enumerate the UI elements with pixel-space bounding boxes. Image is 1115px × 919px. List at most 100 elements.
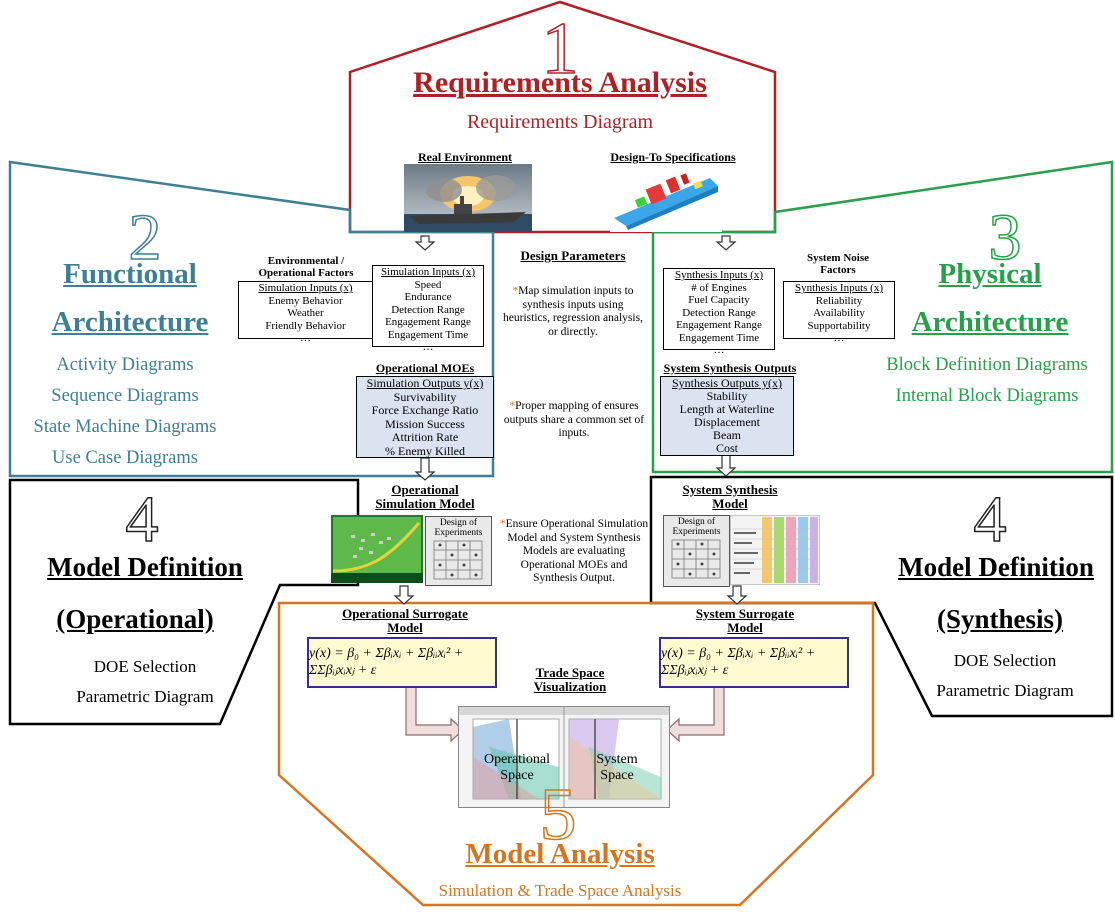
step-number-4-right: 4 [973, 483, 1008, 556]
system-noise-title: System Noise Factors [783, 252, 893, 276]
system-noise-item: … [833, 332, 845, 344]
functional-diagram-list: Activity Diagrams Sequence Diagrams Stat… [10, 350, 240, 474]
internal-block-diagrams-label: Internal Block Diagrams [895, 386, 1079, 406]
architecture-title-left: Architecture [51, 306, 209, 338]
simulation-input-item: … [422, 341, 434, 353]
note-1-text: Map simulation inputs to synthesis input… [503, 285, 643, 338]
doe-label-right-line1: Design of [677, 517, 716, 527]
requirements-diagram-label: Requirements Diagram [466, 111, 654, 133]
requirements-frame [348, 0, 777, 234]
doe-label-left: Design of Experiments [426, 517, 491, 538]
system-surrogate-model-title: System Surrogate Model [650, 607, 840, 635]
env-factor-item: Enemy Behavior [268, 294, 343, 307]
operational-simulation-model-title: Operational Simulation Model [355, 483, 495, 511]
system-synthesis-spreadsheet [730, 515, 820, 585]
op-surrogate-title-line1: Operational Surrogate [342, 606, 468, 621]
operational-space-line1: Operational [483, 752, 551, 767]
env-factors-box: Simulation Inputs (x) Enemy Behavior Wea… [238, 281, 373, 344]
parametric-diagram-left: Parametric Diagram [76, 687, 214, 706]
env-factor-item: Friendly Behavior [265, 319, 346, 332]
trade-space-plots [459, 707, 669, 807]
synthesis-output-item: Beam [713, 428, 741, 442]
step-number-4-left: 4 [125, 483, 160, 556]
system-space-line2: Space [600, 768, 634, 783]
system-noise-item: Supportability [807, 319, 871, 332]
op-surrogate-title-line2: Model [387, 620, 423, 635]
state-machine-diagrams-label: State Machine Diagrams [33, 417, 217, 437]
system-noise-item: Reliability [815, 294, 863, 307]
system-noise-title-line1: System Noise [806, 252, 870, 264]
doe-label-left-line2: Experiments [434, 528, 483, 538]
note-3-text: Ensure Operational Simulation Model and … [505, 518, 649, 584]
sequence-diagrams-label: Sequence Diagrams [51, 386, 199, 406]
system-space-line1: System [596, 752, 638, 767]
system-space-label: System Space [577, 752, 657, 784]
doe-label-left-line1: Design of [439, 518, 478, 528]
note-asterisk: * [499, 518, 506, 530]
activity-diagrams-label: Activity Diagrams [56, 355, 194, 375]
env-factors-title-line2: Operational Factors [258, 267, 354, 279]
doe-selection-left: DOE Selection [93, 657, 197, 676]
note-2-text: Proper mapping of ensures outputs share … [503, 400, 645, 439]
synthesis-input-item: # of Engines [691, 281, 747, 294]
simulation-input-item: Detection Range [391, 303, 465, 316]
model-analysis-subtitle: Simulation & Trade Space Analysis [438, 881, 682, 900]
synthesis-input-item: Engagement Range [676, 319, 762, 331]
operational-space-label: Operational Space [477, 752, 557, 784]
env-factors-header: Simulation Inputs (x) [258, 282, 353, 294]
system-noise-title-line2: Factors [820, 264, 856, 276]
op-sim-title-line1: Operational [391, 482, 459, 497]
system-synthesis-model-title: System Synthesis Model [660, 483, 800, 511]
model-definition-title-left: Model Definition [47, 552, 243, 582]
moe-item: % Enemy Killed [385, 443, 465, 458]
design-to-specifications-label: Design-To Specifications [610, 150, 736, 164]
parametric-diagram-right: Parametric Diagram [936, 681, 1074, 700]
doe-label-right-line2: Experiments [672, 527, 721, 537]
simulation-input-item: Engagement Time [387, 328, 469, 341]
doe-thumbnail-right: Design of Experiments [663, 515, 730, 587]
env-factor-item: Weather [287, 307, 324, 319]
env-factor-item: … [300, 332, 311, 344]
doe-grid-right [671, 539, 721, 579]
synthesis-subtitle: (Synthesis) [936, 604, 1064, 634]
env-factors-title: Environmental / Operational Factors [236, 255, 376, 279]
ship-3d-model [610, 164, 722, 232]
block-definition-diagrams-label: Block Definition Diagrams [886, 355, 1088, 375]
model-def-right-list: DOE Selection Parametric Diagram [905, 646, 1105, 706]
analysis-frame [277, 601, 875, 907]
model-definition-title-right: Model Definition [898, 552, 1094, 582]
operational-space-line2: Space [500, 768, 534, 783]
simulation-input-item: Endurance [404, 291, 452, 303]
system-synthesis-outputs-title: System Synthesis Outputs [663, 361, 797, 375]
operational-surrogate-model-title: Operational Surrogate Model [300, 607, 510, 635]
requirements-analysis-title: Requirements Analysis [413, 66, 707, 99]
synthesis-input-item: … [713, 344, 725, 356]
doe-thumbnail-left: Design of Experiments [425, 516, 492, 586]
physical-diagram-list: Block Definition Diagrams Internal Block… [862, 350, 1112, 412]
system-noise-header: Synthesis Inputs (x) [795, 282, 883, 294]
moe-item: Force Exchange Ratio [371, 403, 479, 417]
battleship-photo [404, 164, 532, 232]
doe-label-right: Design of Experiments [664, 516, 729, 537]
trade-space-visualization-title: Trade Space Visualization [500, 666, 640, 694]
note-asterisk: * [509, 400, 516, 412]
synthesis-input-item: Detection Range [682, 306, 756, 319]
operational-moes-header: Simulation Outputs y(x) [366, 376, 484, 390]
doe-grid-left [433, 540, 483, 580]
design-parameters-title: Design Parameters [520, 248, 626, 263]
step-number-1: 1 [541, 8, 580, 90]
simulation-inputs-header: Simulation Inputs (x) [380, 266, 476, 278]
model-def-left-frame [8, 478, 360, 726]
operational-moes-title: Operational MOEs [375, 361, 475, 375]
real-environment-label: Real Environment [417, 150, 513, 164]
synthesis-inputs-box: Synthesis Inputs (x) # of Engines Fuel C… [663, 268, 775, 356]
sys-surrogate-title-line1: System Surrogate [695, 606, 795, 621]
step-number-3: 3 [988, 201, 1023, 274]
env-factors-title-line1: Environmental / [267, 255, 345, 267]
system-surrogate-equation: y(x) = β₀ + Σβᵢxᵢ + Σβᵢᵢxᵢ² + ΣΣβᵢⱼxᵢxⱼ … [659, 637, 849, 688]
moe-item: Mission Success [385, 416, 465, 431]
sys-synth-title-line1: System Synthesis [682, 482, 778, 497]
architecture-title-right: Architecture [911, 306, 1069, 338]
synthesis-input-item: Fuel Capacity [688, 294, 750, 306]
